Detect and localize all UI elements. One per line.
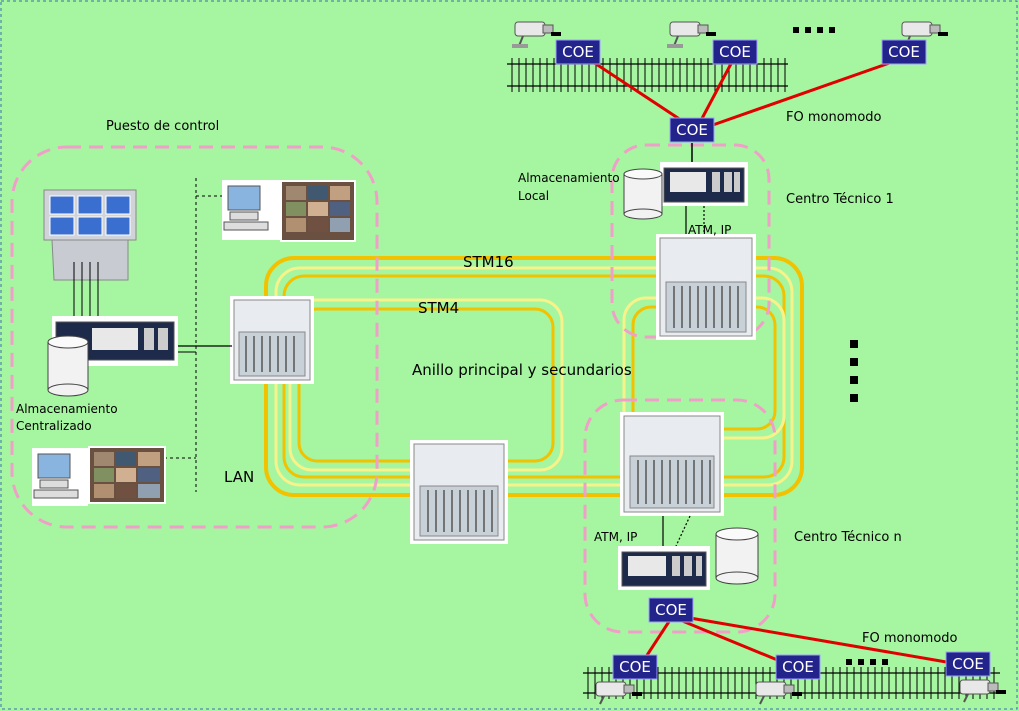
zone-centro-tecnico-n	[583, 398, 777, 634]
video-mosaic-image	[88, 446, 166, 504]
ellipsis-dots-bottom	[846, 659, 888, 665]
coe-box-hub-bottom: COE	[648, 597, 694, 623]
atm-ip-top-label: ATM, IP	[688, 223, 731, 237]
coe-label: COE	[619, 658, 651, 676]
fiber-link	[696, 59, 735, 127]
almacenamiento-local-label-1: Almacenamiento	[518, 171, 620, 185]
sdh-rack-icon	[620, 412, 724, 516]
sdh-rack-icon	[410, 440, 508, 544]
camera-icon	[899, 21, 948, 48]
sdh-rack-icon	[660, 162, 748, 206]
coe-label: COE	[655, 601, 687, 619]
stm16-label: STM16	[463, 253, 514, 271]
coe-label: COE	[888, 43, 920, 61]
coe-label: COE	[952, 655, 984, 673]
almacenamiento-centralizado-label-1: Almacenamiento	[16, 402, 118, 416]
atm-ip-bottom-label: ATM, IP	[594, 530, 637, 544]
sdh-rack-icon	[230, 296, 314, 384]
camera-icon	[667, 21, 716, 48]
fiber-link	[709, 58, 899, 128]
ellipsis-dots-vertical	[850, 340, 858, 402]
almacenamiento-local-label-2: Local	[518, 189, 549, 203]
centro-tecnico-1-label: Centro Técnico 1	[786, 192, 894, 207]
camera-icon	[755, 681, 802, 705]
camera-icon	[512, 21, 561, 48]
ellipsis-dots-top	[793, 27, 835, 33]
camera-icon	[959, 679, 1006, 703]
ctn-dotted-link	[675, 515, 691, 547]
storage-cylinder-icon	[623, 168, 663, 220]
anillo-label: Anillo principal y secundarios	[412, 361, 632, 379]
fiber-links	[589, 58, 959, 668]
puesto-control-label: Puesto de control	[106, 119, 219, 134]
computer-icon	[32, 448, 88, 506]
lan-label: LAN	[224, 468, 254, 486]
coe-label: COE	[719, 43, 751, 61]
coe-label: COE	[562, 43, 594, 61]
fiber-link	[589, 58, 691, 128]
stm4-label: STM4	[418, 299, 459, 317]
storage-cylinder-icon	[715, 527, 759, 585]
monitor-wall-icon	[43, 189, 137, 281]
computer-icon	[222, 180, 280, 240]
coe-box: COE	[945, 651, 991, 677]
coe-box: COE	[555, 39, 601, 65]
coe-label: COE	[676, 121, 708, 139]
coe-box: COE	[881, 39, 927, 65]
sdh-rack-icon	[618, 546, 710, 590]
camera-icon	[595, 681, 642, 705]
fiber-link	[679, 618, 793, 668]
zone-puesto-control	[10, 145, 379, 529]
coe-box: COE	[712, 39, 758, 65]
coe-box: COE	[775, 654, 821, 680]
video-mosaic-image	[280, 180, 356, 242]
sdh-rack-icon	[656, 234, 756, 340]
fiber-link	[689, 616, 959, 666]
almacenamiento-centralizado-label-2: Centralizado	[16, 419, 92, 433]
railway-ties-top	[511, 58, 786, 92]
fo-monomodo-top-label: FO monomodo	[786, 110, 882, 125]
coe-label: COE	[782, 658, 814, 676]
coe-box-hub-top: COE	[669, 117, 715, 143]
coe-box: COE	[612, 654, 658, 680]
storage-cylinder-icon	[47, 335, 89, 397]
centro-tecnico-n-label: Centro Técnico n	[794, 530, 902, 545]
monitor-wall-cables	[73, 262, 99, 318]
fo-monomodo-bottom-label: FO monomodo	[862, 631, 958, 646]
